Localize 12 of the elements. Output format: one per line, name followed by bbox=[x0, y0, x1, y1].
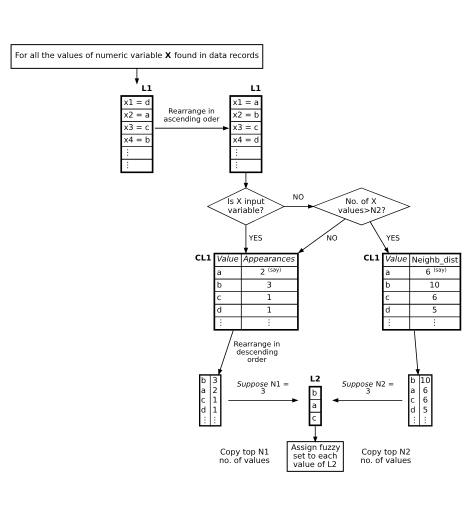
arrow bbox=[244, 224, 248, 254]
arrow bbox=[244, 172, 248, 190]
arrow bbox=[313, 426, 318, 443]
arrow bbox=[298, 218, 346, 254]
arrow bbox=[332, 398, 403, 403]
arrow bbox=[154, 126, 230, 130]
arrow bbox=[218, 330, 234, 376]
arrow bbox=[414, 330, 420, 376]
arrow bbox=[370, 221, 389, 254]
arrow bbox=[228, 398, 298, 403]
arrow bbox=[284, 204, 314, 209]
arrow bbox=[134, 68, 140, 85]
